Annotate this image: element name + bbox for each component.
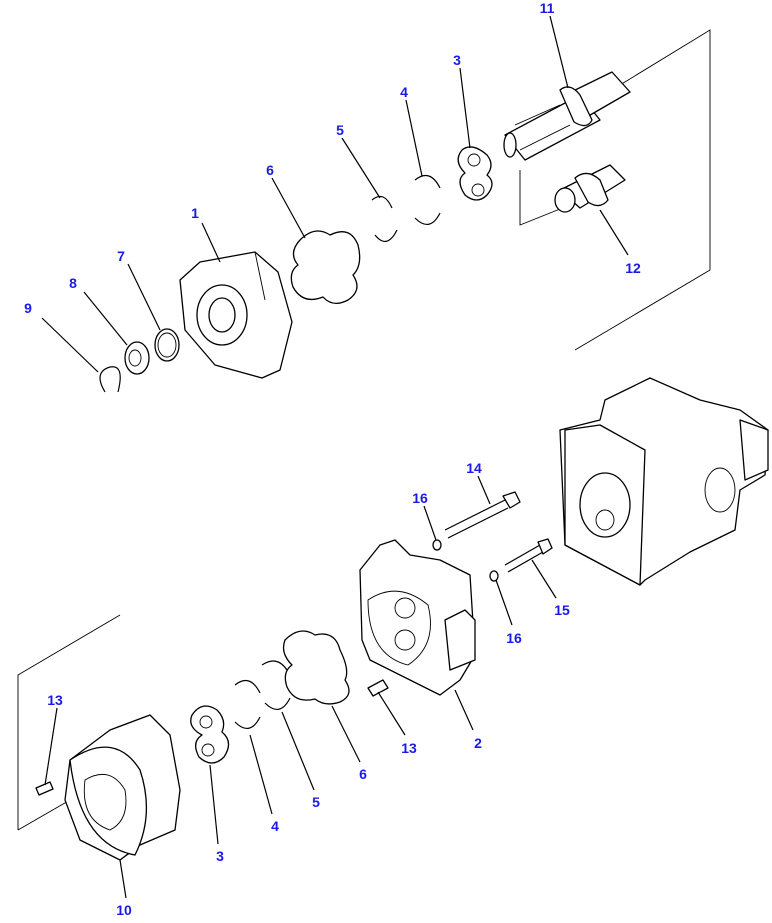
guide-lines bbox=[17, 29, 711, 831]
seal-5-upper bbox=[371, 195, 398, 242]
callout-5: 5 bbox=[336, 122, 344, 138]
callout-8: 8 bbox=[69, 275, 77, 291]
callout-6: 6 bbox=[266, 162, 274, 178]
callout-16: 16 bbox=[506, 630, 522, 646]
pump-body-background bbox=[559, 377, 769, 586]
callout-3: 3 bbox=[216, 848, 224, 864]
callout-13: 13 bbox=[47, 692, 63, 708]
callout-13: 13 bbox=[401, 740, 417, 756]
callout-16: 16 bbox=[412, 490, 428, 506]
shaft-gear-11 bbox=[503, 71, 631, 161]
callout-4: 4 bbox=[271, 818, 279, 834]
gear-12 bbox=[554, 164, 626, 213]
plate-3-lower bbox=[190, 705, 230, 764]
gasket-6-upper bbox=[290, 230, 361, 304]
callout-9: 9 bbox=[24, 300, 32, 316]
cover-1 bbox=[179, 251, 293, 379]
callout-11: 11 bbox=[540, 0, 555, 16]
seal-4-lower bbox=[234, 679, 261, 729]
callout-15: 15 bbox=[554, 602, 570, 618]
washer-16 bbox=[432, 539, 499, 582]
callout-2: 2 bbox=[474, 735, 482, 751]
bolt-15 bbox=[504, 538, 553, 573]
seal-5-lower bbox=[261, 660, 291, 710]
bearing-8 bbox=[124, 341, 150, 375]
housing-10 bbox=[64, 714, 181, 861]
callout-3: 3 bbox=[453, 52, 461, 68]
callout-labels: 11 3 4 5 6 1 7 8 9 12 14 16 15 16 13 13 … bbox=[24, 0, 641, 918]
callout-12: 12 bbox=[625, 260, 641, 276]
seal-4-upper bbox=[414, 174, 441, 225]
callout-14: 14 bbox=[466, 460, 482, 476]
bolt-14 bbox=[444, 491, 521, 539]
callout-7: 7 bbox=[117, 248, 125, 264]
callout-6: 6 bbox=[359, 766, 367, 782]
callout-5: 5 bbox=[312, 794, 320, 810]
snap-ring-9 bbox=[99, 366, 121, 393]
callout-1: 1 bbox=[191, 205, 199, 221]
plate-3-upper bbox=[457, 146, 493, 201]
leader-lines bbox=[41, 15, 629, 899]
callout-10: 10 bbox=[116, 902, 132, 918]
gasket-6-lower bbox=[282, 630, 350, 705]
callout-4: 4 bbox=[400, 84, 408, 100]
ring-7 bbox=[154, 328, 180, 362]
body-2 bbox=[359, 539, 476, 696]
